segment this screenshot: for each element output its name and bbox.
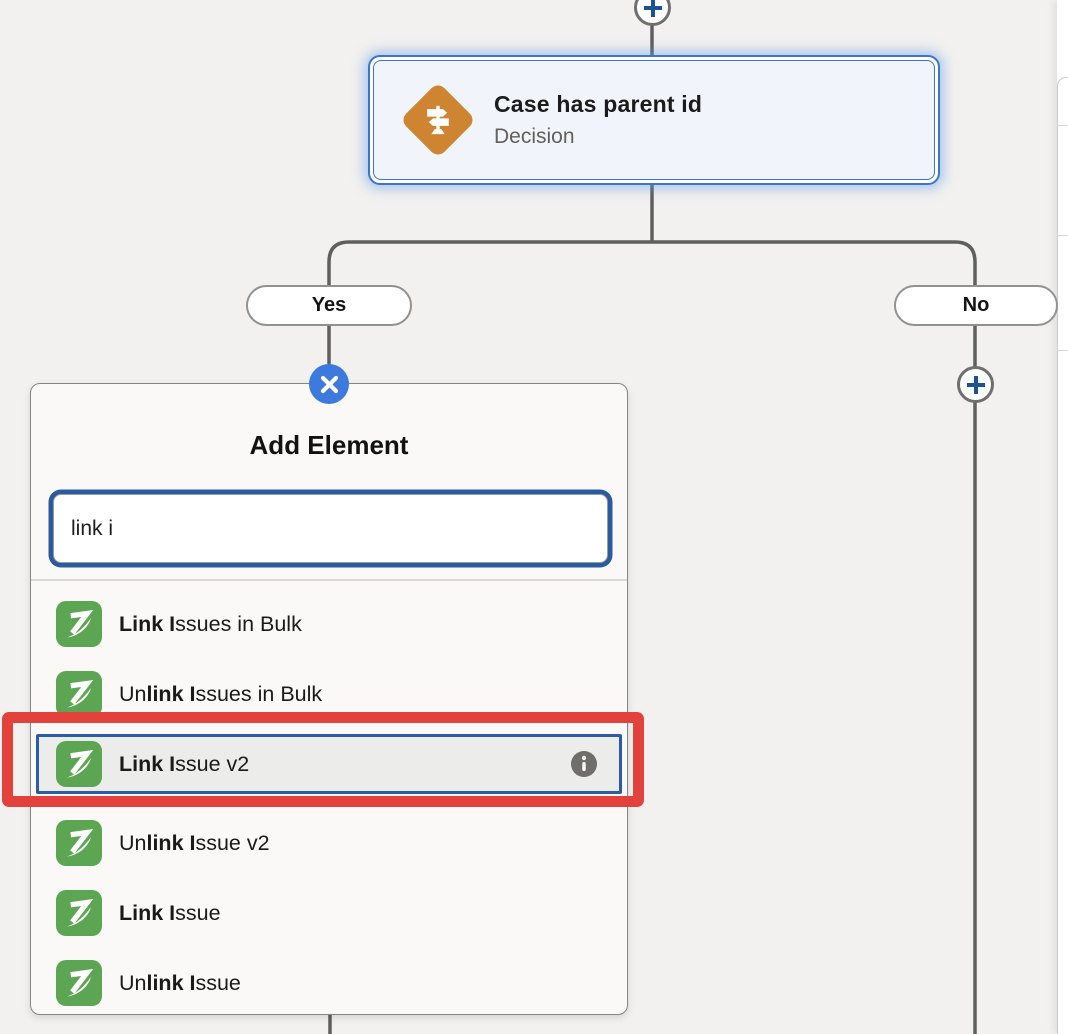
action-icon [56, 820, 102, 866]
result-item[interactable]: Link Issues in Bulk [31, 589, 627, 659]
action-icon [56, 671, 102, 717]
result-item[interactable]: Link Issue v2 [36, 734, 622, 794]
signpost-icon [427, 105, 449, 135]
zagile-z-icon [67, 899, 94, 927]
zagile-z-icon [67, 829, 94, 857]
right-panel-card-edge [1057, 77, 1068, 1034]
result-label: Link Issue v2 [119, 751, 250, 776]
result-label: Unlink Issue [119, 970, 241, 995]
action-icon [56, 601, 102, 647]
zagile-z-icon [67, 610, 94, 638]
result-item[interactable]: Unlink Issue v2 [31, 808, 627, 878]
info-circle-icon [571, 751, 597, 777]
decision-node-type: Decision [494, 125, 575, 148]
decision-node-title: Case has parent id [494, 91, 703, 117]
right-panel-edge [1057, 0, 1068, 1034]
info-icon[interactable] [571, 751, 597, 777]
x-icon [320, 375, 338, 393]
branch-label-yes[interactable]: Yes [246, 285, 412, 326]
result-label: Link Issue [119, 900, 221, 925]
action-icon [56, 960, 102, 1006]
action-icon [56, 890, 102, 936]
result-label: Link Issues in Bulk [119, 611, 302, 636]
popup-title: Add Element [249, 430, 409, 460]
close-popup-button[interactable] [309, 364, 349, 404]
result-item[interactable]: Unlink Issues in Bulk [31, 659, 627, 729]
element-search-input[interactable] [53, 494, 608, 563]
plus-icon [966, 375, 985, 394]
zagile-z-icon [67, 969, 94, 997]
result-item[interactable]: Link Issue [31, 878, 627, 948]
result-item[interactable]: Unlink Issue [31, 948, 627, 1012]
add-element-button-no-branch[interactable] [957, 366, 994, 403]
result-label: Unlink Issue v2 [119, 830, 270, 855]
popup-divider [31, 579, 627, 581]
branch-label-no[interactable]: No [894, 285, 1058, 326]
decision-icon [399, 81, 477, 159]
plus-icon [643, 0, 662, 17]
action-icon [56, 741, 102, 787]
decision-node[interactable]: Case has parent id Decision [368, 55, 940, 185]
zagile-z-icon [67, 680, 94, 708]
result-label: Unlink Issues in Bulk [119, 681, 323, 706]
zagile-z-icon [67, 750, 94, 778]
